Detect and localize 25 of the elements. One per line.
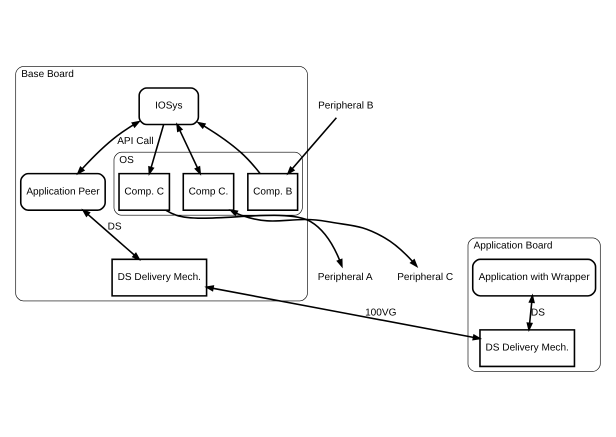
- arrow: [196, 120, 261, 174]
- arrow: [148, 124, 164, 176]
- edge-label: API Call: [117, 135, 154, 146]
- arrow: [76, 120, 141, 175]
- edge-label: DS: [530, 306, 545, 318]
- edge-label: 100VG: [365, 306, 396, 318]
- node-text: Peripheral A: [318, 271, 373, 282]
- node-box: Application with Wrapper: [472, 258, 596, 296]
- arrow: [81, 208, 141, 260]
- node-box: Comp C.: [182, 172, 234, 210]
- node-box: Comp. C: [118, 172, 170, 210]
- arrow: [228, 208, 418, 268]
- arrow: [204, 284, 482, 340]
- node-box: Comp. B: [247, 172, 298, 210]
- arrow: [286, 116, 337, 175]
- arrow: [526, 293, 535, 332]
- edge-label: DS: [108, 221, 122, 232]
- node-text: Peripheral C: [397, 271, 454, 282]
- arrow: [176, 122, 202, 176]
- node-text: Peripheral B: [318, 100, 374, 112]
- node-box: DS Delivery Mech.: [111, 258, 208, 296]
- arrow: [166, 209, 343, 268]
- node-box: Application Peer: [20, 172, 106, 210]
- node-box: IOSys: [138, 86, 200, 125]
- node-box: DS Delivery Mech.: [479, 328, 576, 367]
